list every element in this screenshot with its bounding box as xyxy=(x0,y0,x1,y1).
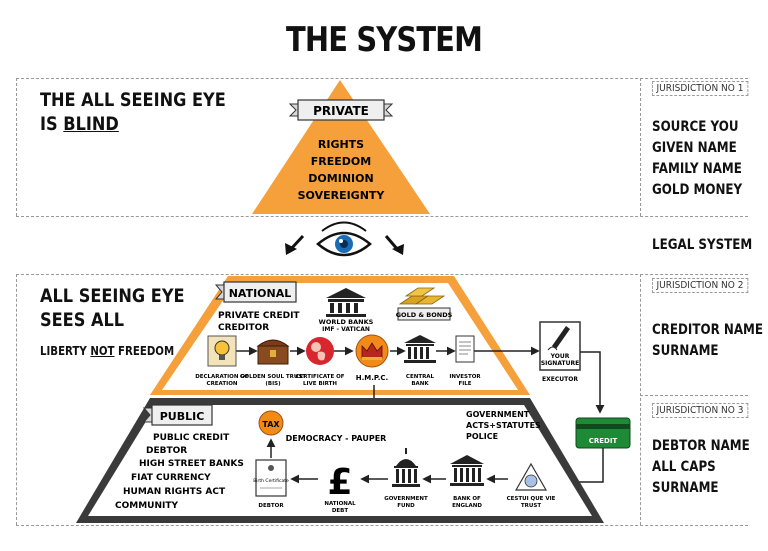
private-banner-label: PRIVATE xyxy=(313,104,369,118)
flow-label: CESTUI QUE VIE xyxy=(507,496,556,502)
flow-label: INVESTOR xyxy=(449,374,481,380)
divider xyxy=(640,395,748,396)
world-banks-icon xyxy=(326,288,366,317)
flow-label: FUND xyxy=(397,503,415,509)
flow-label: ENGLAND xyxy=(452,503,482,509)
gold-bonds-tag xyxy=(397,307,451,321)
divider xyxy=(640,78,641,216)
signature-to-credit-arrow xyxy=(580,351,605,414)
world-banks-label: WORLD BANKS xyxy=(319,318,374,326)
birth-certificate-text: Birth Certificate xyxy=(253,478,289,484)
birth-certificate-icon: Birth Certificate xyxy=(253,459,289,497)
government-label: GOVERNMENT xyxy=(466,410,530,419)
blind-heading: THE ALL SEEING EYE IS BLIND xyxy=(40,89,226,135)
government-label: POLICE xyxy=(466,432,498,441)
credit-card-icon: CREDIT xyxy=(575,417,631,449)
flow-label: DECLARATION OF xyxy=(195,374,249,380)
divider xyxy=(16,216,748,217)
public-banner: PUBLIC xyxy=(142,404,213,426)
jurisdiction-2-label: JURISDICTION NO 2 xyxy=(652,278,748,293)
flow-label: GOLDEN SOUL TRUST xyxy=(240,374,306,380)
government-building-icon xyxy=(392,448,420,487)
central-bank-icon xyxy=(404,335,436,363)
flow-label: BANK OF xyxy=(453,496,481,502)
divider xyxy=(16,274,748,275)
flow-label: FILE xyxy=(458,381,471,387)
bulb-icon xyxy=(207,335,237,367)
democracy-label: DEMOCRACY - PAUPER xyxy=(286,434,387,443)
jurisdiction-1-label: JURISDICTION NO 1 xyxy=(652,81,748,96)
flow-label: BANK xyxy=(411,381,429,387)
flow-label: (BIS) xyxy=(265,381,281,387)
government-label: ACTS+STATUTES xyxy=(466,421,541,430)
your-signature-label: YOUR xyxy=(550,353,570,360)
tax-label: TAX xyxy=(262,420,280,429)
jurisdiction-3-label: JURISDICTION NO 3 xyxy=(652,403,748,418)
divider xyxy=(16,274,17,525)
private-item: RIGHTS xyxy=(318,138,364,151)
flow-label: LIVE BIRTH xyxy=(303,381,337,387)
arrow-down-right-icon xyxy=(384,235,404,255)
credit-card-label: CREDIT xyxy=(589,437,618,445)
private-item: FREEDOM xyxy=(311,155,371,168)
tax-icon: TAX xyxy=(258,410,284,436)
public-list-item: HUMAN RIGHTS ACT xyxy=(123,487,226,497)
fetus-icon xyxy=(306,337,334,365)
public-list-item: COMMUNITY xyxy=(115,501,178,511)
flow-label: TRUST xyxy=(521,503,541,509)
pound-icon: £ xyxy=(327,462,352,503)
public-banner-label: PUBLIC xyxy=(160,410,205,423)
bank-of-england-icon xyxy=(450,455,484,486)
signature-document-icon xyxy=(539,321,581,371)
your-signature-label: SIGNATURE xyxy=(541,360,579,367)
source-list: SOURCE YOU GIVEN NAME FAMILY NAME GOLD M… xyxy=(652,119,743,198)
public-list-item: HIGH STREET BANKS xyxy=(139,459,244,469)
divider xyxy=(16,78,748,79)
document-icon xyxy=(455,335,475,363)
flow-label: DEBT xyxy=(332,508,349,514)
gold-bars-icon xyxy=(398,287,446,305)
flow-label: GOVERNMENT xyxy=(384,496,428,502)
flow-label: CREATION xyxy=(207,381,238,387)
arrow-down-left-icon xyxy=(285,234,305,255)
national-banner-label: NATIONAL xyxy=(229,287,292,300)
public-list-item: PUBLIC CREDIT xyxy=(153,433,230,443)
national-banner: NATIONAL xyxy=(214,281,297,303)
private-banner: PRIVATE xyxy=(288,99,394,121)
divider xyxy=(640,274,641,525)
divider xyxy=(16,78,17,216)
eye-icon xyxy=(316,221,372,257)
public-list-item: FIAT CURRENCY xyxy=(131,473,211,483)
page-title: THE SYSTEM xyxy=(286,20,483,60)
liberty-text: LIBERTY NOT FREEDOM xyxy=(40,344,175,358)
private-item: DOMINION xyxy=(308,172,373,185)
divider xyxy=(16,525,748,526)
private-item: SOVEREIGNTY xyxy=(298,189,386,202)
flow-label: DEBTOR xyxy=(258,503,284,509)
executor-label: EXECUTOR xyxy=(542,376,578,383)
world-banks-sub-label: IMF - VATICAN xyxy=(322,326,370,333)
chest-icon xyxy=(256,339,290,365)
private-credit-label: PRIVATE CREDIT xyxy=(218,311,300,321)
legal-system-label: LEGAL SYSTEM xyxy=(652,237,753,253)
flow-label: NATIONAL xyxy=(324,501,356,507)
private-pyramid xyxy=(252,80,430,214)
flow-label: CERTIFICATE OF xyxy=(295,374,344,380)
hmpc-label: H.M.P.C. xyxy=(356,374,388,382)
seal-icon xyxy=(514,462,548,491)
sees-all-heading: ALL SEEING EYE SEES ALL xyxy=(40,285,185,331)
public-list-item: DEBTOR xyxy=(146,446,187,456)
creditor-name-list: CREDITOR NAME SURNAME xyxy=(652,322,764,359)
crown-icon xyxy=(355,334,389,368)
debtor-name-list: DEBTOR NAME ALL CAPS SURNAME xyxy=(652,438,750,496)
creditor-label: CREDITOR xyxy=(218,323,269,333)
flow-label: CENTRAL xyxy=(406,374,435,380)
gold-bonds-label: GOLD & BONDS xyxy=(396,311,453,319)
